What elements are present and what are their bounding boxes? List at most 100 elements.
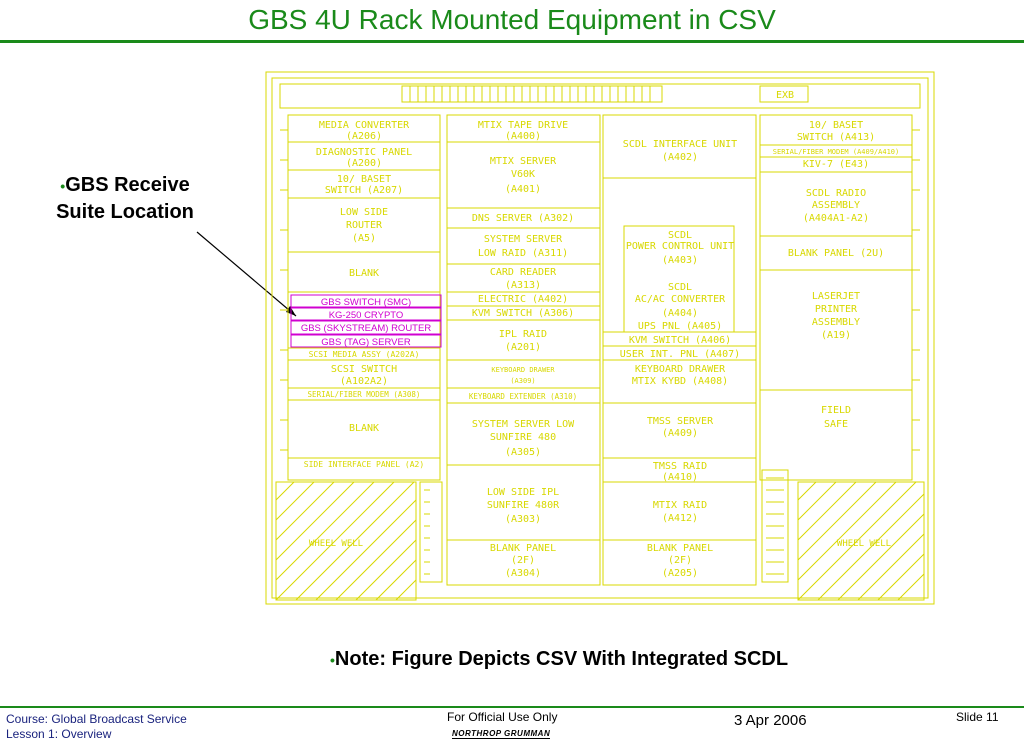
rack-label: ELECTRIC (A402)	[478, 294, 568, 305]
rack-top-rail	[279, 83, 921, 109]
rack-label: MTIX TAPE DRIVE	[478, 120, 568, 131]
rack-label: BLANK	[349, 423, 379, 434]
callout-arrow	[196, 231, 297, 317]
footer-divider	[0, 706, 1024, 708]
rack-outer-frame	[265, 71, 935, 605]
rack-label: SYSTEM SERVER LOW	[472, 419, 575, 430]
rack-label: BLANK PANEL	[490, 543, 556, 554]
rack-label: CARD READER	[490, 267, 557, 278]
rack-label: (2F)	[511, 555, 535, 566]
rack-label: SERIAL/FIBER MODEM (A308)	[308, 390, 421, 399]
rack-label: SUNFIRE 480	[490, 432, 556, 443]
right-mount-strip	[761, 469, 789, 583]
rack-label: (A102A2)	[340, 376, 388, 387]
rack-label: (A305)	[505, 447, 541, 458]
rack-label: LOW SIDE	[340, 207, 388, 218]
northrop-grumman-logo: NORTHROP GRUMMAN	[452, 729, 551, 739]
column-4	[759, 114, 913, 481]
rack-label: MTIX RAID	[653, 500, 707, 511]
rack-label: POWER CONTROL UNIT	[626, 241, 734, 252]
rack-label: SCDL RADIO	[806, 188, 866, 199]
rack-label: (A19)	[821, 330, 851, 341]
rack-label: (A205)	[662, 568, 698, 579]
rack-label: SAFE	[824, 419, 848, 430]
rack-label: ASSEMBLY	[812, 317, 860, 328]
exb-label: EXB	[776, 90, 794, 101]
rack-label: SYSTEM SERVER	[484, 234, 563, 245]
rack-label: (A309)	[510, 377, 535, 385]
rack-label: (A403)	[662, 255, 698, 266]
rack-label: SUNFIRE 480R	[487, 500, 560, 511]
wheel-well-left	[275, 481, 417, 601]
rack-label: SCSI MEDIA ASSY (A202A)	[309, 350, 420, 359]
wheel-well-right	[797, 481, 925, 601]
rack-label: MEDIA CONVERTER	[319, 120, 410, 131]
scdl-unit-box	[623, 225, 735, 333]
gbs-server-row	[290, 334, 442, 348]
receive-suite-callout: •GBS Receive Suite Location	[40, 172, 210, 225]
rack-label: (A5)	[352, 233, 376, 244]
slide-label: Slide	[956, 710, 983, 724]
rack-top-vent	[401, 85, 663, 103]
rack-label: KEYBOARD DRAWER	[491, 366, 555, 374]
wheel-well-right-label: WHEEL WELL	[837, 539, 891, 549]
rack-label: FIELD	[821, 405, 851, 416]
gbs-server-label: GBS (TAG) SERVER	[321, 337, 411, 348]
rack-label: LASERJET	[812, 291, 860, 302]
rack-label: SWITCH (A207)	[325, 185, 403, 196]
rack-label: (A412)	[662, 513, 698, 524]
rack-label: KIV-7 (E43)	[803, 159, 869, 170]
rack-label: SIDE INTERFACE PANEL (A2)	[304, 460, 424, 469]
wheel-well-left-label: WHEEL WELL	[309, 539, 363, 549]
kg250-crypto-label: KG-250 CRYPTO	[329, 310, 404, 321]
rack-label: (A401)	[505, 184, 541, 195]
rack-label: (A206)	[346, 131, 382, 142]
exb-box	[759, 85, 809, 103]
rack-label: (A313)	[505, 280, 541, 291]
rack-label: SCDL	[668, 230, 692, 241]
rack-label: KEYBOARD DRAWER	[635, 364, 726, 375]
rack-label: DIAGNOSTIC PANEL	[316, 147, 412, 158]
rack-label: SERIAL/FIBER MODEM (A409/A410)	[773, 148, 899, 156]
gbs-router-label: GBS (SKYSTREAM) ROUTER	[301, 323, 432, 334]
gbs-switch-label: GBS SWITCH (SMC)	[321, 297, 411, 308]
rack-label: MTIX KYBD (A408)	[632, 376, 728, 387]
rack-label: (A200)	[346, 158, 382, 169]
lesson-name: Lesson 1: Overview	[6, 727, 112, 741]
rack-label: PRINTER	[815, 304, 858, 315]
rack-label: (2F)	[668, 555, 692, 566]
rack-label: SCDL	[668, 282, 692, 293]
callout-text: GBS Receive Suite Location	[56, 174, 194, 223]
rack-label: KEYBOARD EXTENDER (A310)	[469, 392, 577, 401]
footer-course-info: Course: Global Broadcast Service Lesson …	[6, 712, 187, 742]
rack-label: (A404)	[662, 308, 698, 319]
rack-label: BLANK PANEL (2U)	[788, 248, 884, 259]
rack-label: (A304)	[505, 568, 541, 579]
rack-label: UPS PNL (A405)	[638, 321, 722, 332]
rack-label: TMSS SERVER	[647, 416, 714, 427]
rack-label: USER INT. PNL (A407)	[620, 349, 740, 360]
figure-note: •Note: Figure Depicts CSV With Integrate…	[330, 648, 788, 671]
rack-label: SWITCH (A413)	[797, 132, 875, 143]
rack-label: DNS SERVER (A302)	[472, 213, 574, 224]
slide-number: Slide 11	[956, 710, 999, 724]
rack-label: BLANK	[349, 268, 379, 279]
rack-label: V60K	[511, 169, 535, 180]
rack-label: AC/AC CONVERTER	[635, 294, 726, 305]
title-divider	[0, 40, 1024, 43]
rack-label: SCSI SWITCH	[331, 364, 397, 375]
rack-label: (A400)	[505, 131, 541, 142]
slide-title: GBS 4U Rack Mounted Equipment in CSV	[248, 4, 776, 35]
rack-label: ASSEMBLY	[812, 200, 860, 211]
gbs-router-row	[290, 320, 442, 335]
note-text: Note: Figure Depicts CSV With Integrated…	[334, 648, 789, 670]
rack-label: 10/ BASET	[809, 120, 863, 131]
rack-label: LOW SIDE IPL	[487, 487, 559, 498]
rack-label: KVM SWITCH (A306)	[472, 308, 574, 319]
rack-label: (A404A1-A2)	[803, 213, 869, 224]
left-mount-strip	[419, 481, 443, 583]
rack-label: (A402)	[662, 152, 698, 163]
slide-number-value: 11	[986, 710, 999, 724]
rack-label: (A409)	[662, 428, 698, 439]
